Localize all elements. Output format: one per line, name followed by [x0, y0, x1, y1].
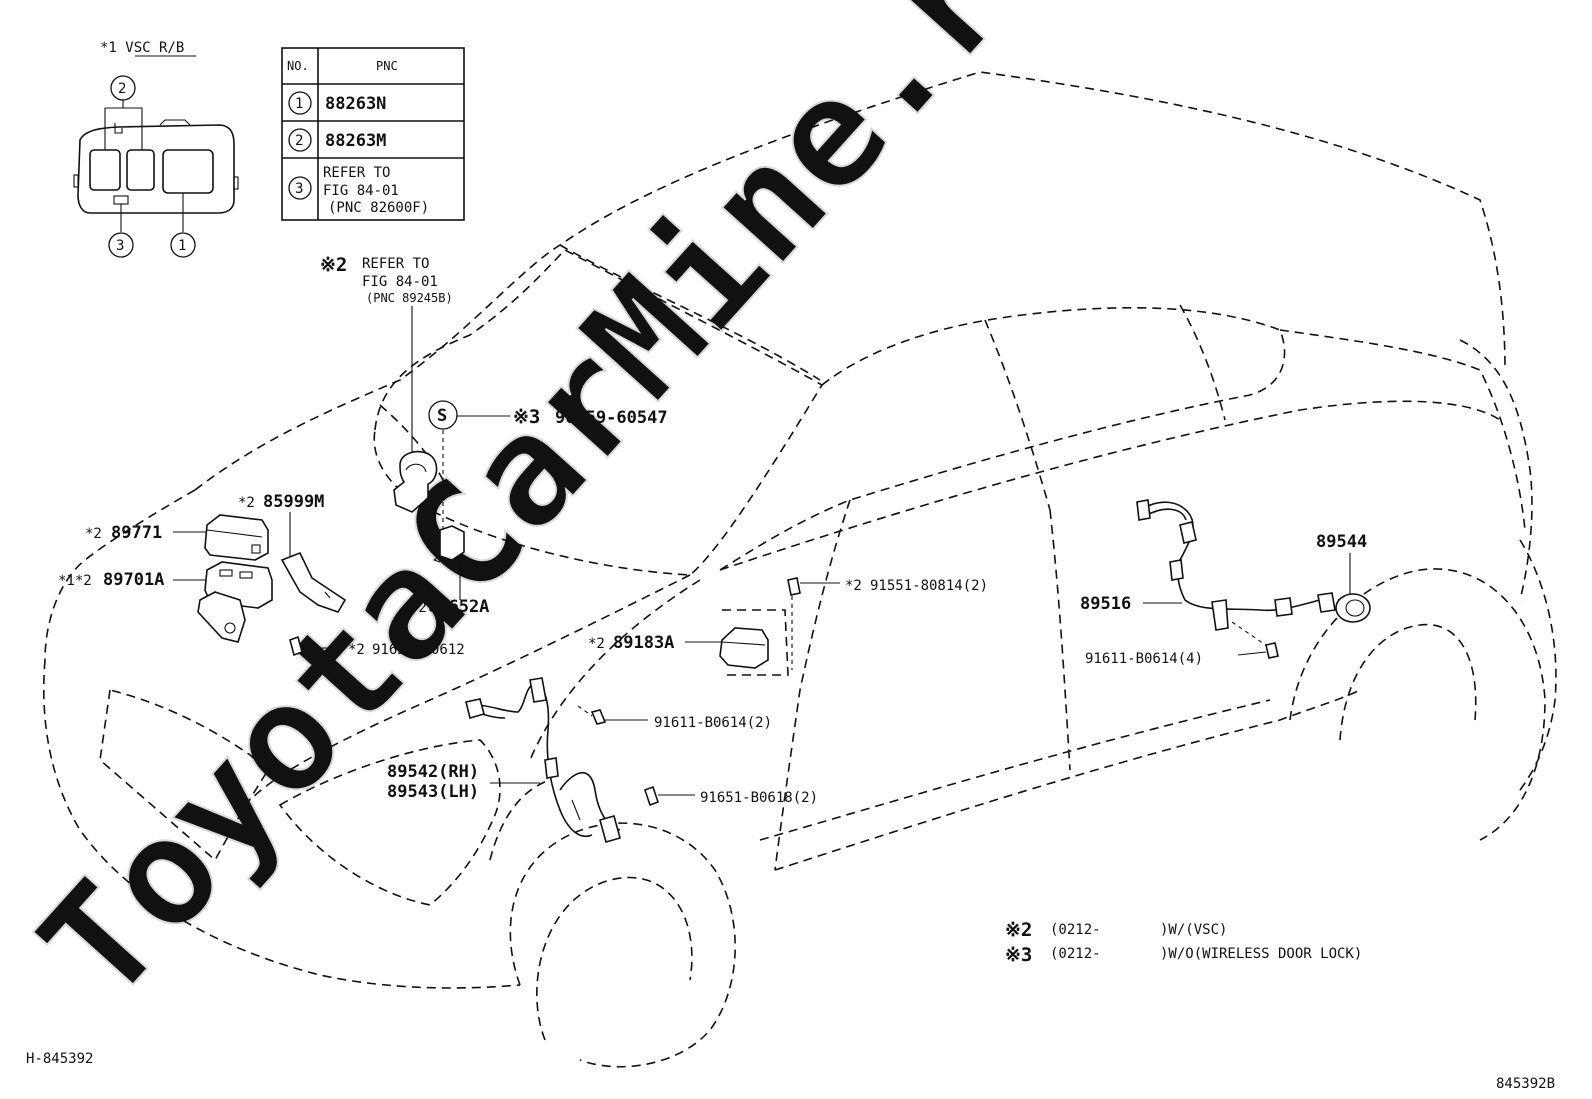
p89542-label: 89542(RH)	[387, 762, 479, 782]
pnc-row-3-line-3: (PNC 82600F)	[328, 200, 429, 216]
refer-note-2-line-3: (PNC 89245B)	[366, 291, 453, 305]
s-symbol-label: S	[437, 406, 447, 426]
rotor-89544: 89544	[1316, 532, 1371, 623]
note-2-mark: ※3	[1005, 944, 1032, 966]
pnc-row-1-no-label: 1	[295, 96, 303, 112]
ecu-89183a: *2 89183A	[588, 609, 789, 676]
note-1-text: )W/(VSC)	[1160, 922, 1227, 938]
inset-callout-2-label: 2	[118, 81, 126, 97]
pnc-table-header-pnc: PNC	[376, 59, 398, 73]
p86652a-label: 86652A	[428, 597, 489, 617]
relay-box-89701a: *1*2 89701A	[58, 561, 273, 643]
screw-90159-callout: S ※3 90159-60547	[428, 400, 668, 530]
pnc-row-2-no-label: 2	[295, 133, 303, 149]
vehicle-outline	[42, 71, 1557, 1068]
p89543-label: 89543(LH)	[387, 782, 479, 802]
p91651-60612-label: 91651-60612	[372, 642, 465, 658]
refer-89245b-callout: ※2 REFER TO FIG 84-01 (PNC 89245B)	[320, 254, 453, 513]
watermark: ToyotaCarMine.ru	[7, 0, 1103, 1034]
pnc-row-3-no-label: 3	[295, 181, 303, 197]
bolt-91651-b0618: 91651-B0618(2)	[643, 785, 818, 807]
p91611-2-label: 91611-B0614(2)	[654, 715, 772, 731]
p91611-4-label: 91611-B0614(4)	[1085, 651, 1203, 667]
pnc-table: NO. PNC 1 88263N 2 88263M 3 REFER TO FIG…	[281, 47, 465, 221]
bolt-91551-80814: *2 91551-80814(2)	[787, 577, 988, 670]
pnc-row-1-value: 88263N	[325, 94, 386, 114]
inset-callout-3	[108, 232, 134, 258]
bracket-86652a: *2 86652A	[410, 525, 489, 617]
illustration-code-left: H-845392	[26, 1051, 93, 1067]
pnc-row-3-line-1: REFER TO	[323, 165, 390, 181]
note-1-mark: ※2	[1005, 919, 1032, 941]
p89516-label: 89516	[1080, 594, 1131, 614]
yaw-rate-sensor-part	[393, 450, 438, 513]
note-1-range: (0212-	[1050, 922, 1101, 938]
illustration-code-right: 845392B	[1496, 1076, 1555, 1092]
p91551-mark: *2	[845, 578, 862, 594]
pnc-row-2-value: 88263M	[325, 131, 386, 151]
p86652a-mark: *2	[410, 600, 427, 616]
inset-callout-1-label: 1	[178, 238, 186, 254]
p89701a-label: 89701A	[103, 570, 164, 590]
p91551-label: 91551-80814(2)	[870, 578, 988, 594]
p89701a-mark: *1*2	[58, 573, 92, 589]
p90159-mark: ※3	[513, 406, 540, 428]
pnc-table-header-no: NO.	[287, 59, 309, 73]
pnc-row-1-no	[288, 91, 312, 115]
inset-callout-1	[170, 232, 196, 258]
note-2-range: (0212-	[1050, 946, 1101, 962]
bolt-91611-b0614-4: 91611-B0614(4)	[1085, 642, 1279, 667]
inset-callout-2	[110, 75, 136, 101]
bolt-91611-b0614-2: 91611-B0614(2)	[577, 705, 772, 731]
applicability-notes: ※2 (0212- )W/(VSC) ※3 (0212- )W/O(WIRELE…	[1005, 919, 1362, 966]
s-symbol-icon	[428, 400, 458, 430]
front-speed-sensor-89542: 89542(RH) 89543(LH)	[387, 677, 621, 843]
p89183a-label: 89183A	[613, 633, 674, 653]
inset-title: *1 VSC R/B	[100, 40, 184, 56]
p85999m-mark: *2	[238, 495, 255, 511]
p89544-label: 89544	[1316, 532, 1367, 552]
p91651-b0618-label: 91651-B0618(2)	[700, 790, 818, 806]
bolt-91651-60612: *2 91651-60612	[289, 635, 465, 658]
note-2-text: )W/O(WIRELESS DOOR LOCK)	[1160, 946, 1362, 962]
refer-note-2-line-2: FIG 84-01	[362, 274, 438, 290]
p89771-mark: *2	[85, 526, 102, 542]
rear-speed-sensor-89516: 89516	[1080, 499, 1336, 649]
refer-note-2-mark: ※2	[320, 254, 347, 276]
p90159-label: 90159-60547	[555, 408, 668, 428]
vsc-relay-block-inset: *1 VSC R/B 2 3 1	[73, 40, 239, 258]
bracket-85999m: *2 85999M	[238, 492, 347, 613]
refer-note-2-line-1: REFER TO	[362, 256, 429, 272]
pnc-row-3-line-2: FIG 84-01	[323, 183, 399, 199]
pnc-row-3-no	[288, 176, 312, 200]
cover-89771: *2 89771	[85, 514, 269, 561]
p91651-60612-mark: *2	[348, 642, 365, 658]
p85999m-label: 85999M	[263, 492, 324, 512]
inset-callout-3-label: 3	[116, 238, 124, 254]
p89771-label: 89771	[111, 523, 162, 543]
pnc-row-2-no	[288, 128, 312, 152]
p89183a-mark: *2	[588, 636, 605, 652]
